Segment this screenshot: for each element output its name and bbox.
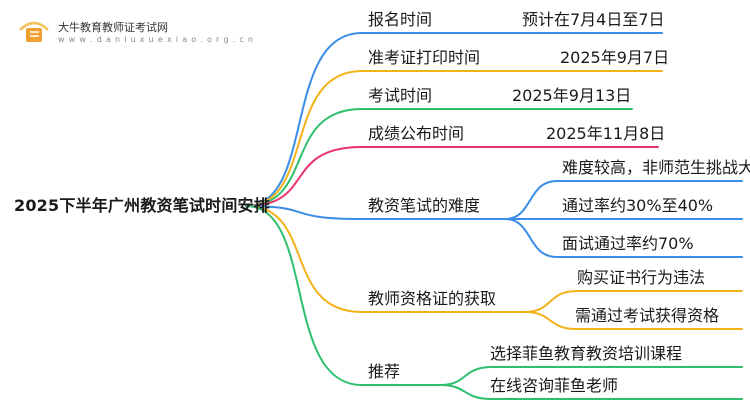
branch-admission-ticket-time-value: 2025年9月7日: [560, 48, 670, 67]
branch-connector: [245, 205, 441, 386]
branch-exam-time-value: 2025年9月13日: [512, 86, 632, 105]
logo-site-name: 大牛教育教师证考试网: [58, 21, 168, 34]
leaf-connector: [524, 311, 743, 330]
branch-results-time-value: 2025年11月8日: [546, 124, 666, 143]
certificate-leaf: 购买证书行为违法: [577, 268, 706, 287]
leaf-connector: [439, 366, 743, 386]
certificate-leaf: 需通过考试获得资格: [575, 306, 720, 325]
difficulty-leaf: 通过率约30%至40%: [562, 196, 714, 215]
branch-registration-time: 报名时间: [368, 10, 433, 29]
difficulty-leaf: 难度较高，非师范生挑战大: [562, 158, 750, 177]
branch-connector: [245, 146, 659, 207]
branch-results-time: 成绩公布时间: [368, 124, 465, 143]
logo-site-url: w w w . d a n i u x u e x i a o . o r g …: [58, 35, 254, 44]
leaf-connector: [439, 384, 743, 400]
branch-connector: [245, 108, 633, 207]
recommendation-leaf: 选择菲鱼教育教资培训课程: [490, 344, 683, 363]
branch-connector: [245, 205, 526, 313]
site-logo: 大牛教育教师证考试网 w w w . d a n i u x u e x i a…: [14, 10, 253, 52]
branch-registration-time-value: 预计在7月4日至7日: [522, 10, 665, 29]
branch-exam-difficulty: 教资笔试的难度: [368, 196, 481, 215]
recommendation-leaf: 在线咨询菲鱼老师: [490, 376, 619, 395]
branch-admission-ticket-time: 准考证打印时间: [368, 48, 481, 67]
branch-exam-time: 考试时间: [368, 86, 433, 105]
branch-connector: [245, 32, 663, 207]
branch-recommendation: 推荐: [368, 362, 401, 381]
book-logo-icon: [19, 21, 49, 42]
leaf-connector: [524, 290, 743, 313]
branch-certificate-acquisition: 教师资格证的获取: [368, 289, 497, 308]
difficulty-leaf: 面试通过率约70%: [562, 234, 694, 253]
leaf-connector: [504, 218, 743, 258]
branch-connector: [245, 205, 506, 220]
branch-connector: [245, 70, 663, 207]
mindmap-root: 2025下半年广州教资笔试时间安排: [14, 196, 270, 215]
leaf-connector: [504, 180, 743, 220]
